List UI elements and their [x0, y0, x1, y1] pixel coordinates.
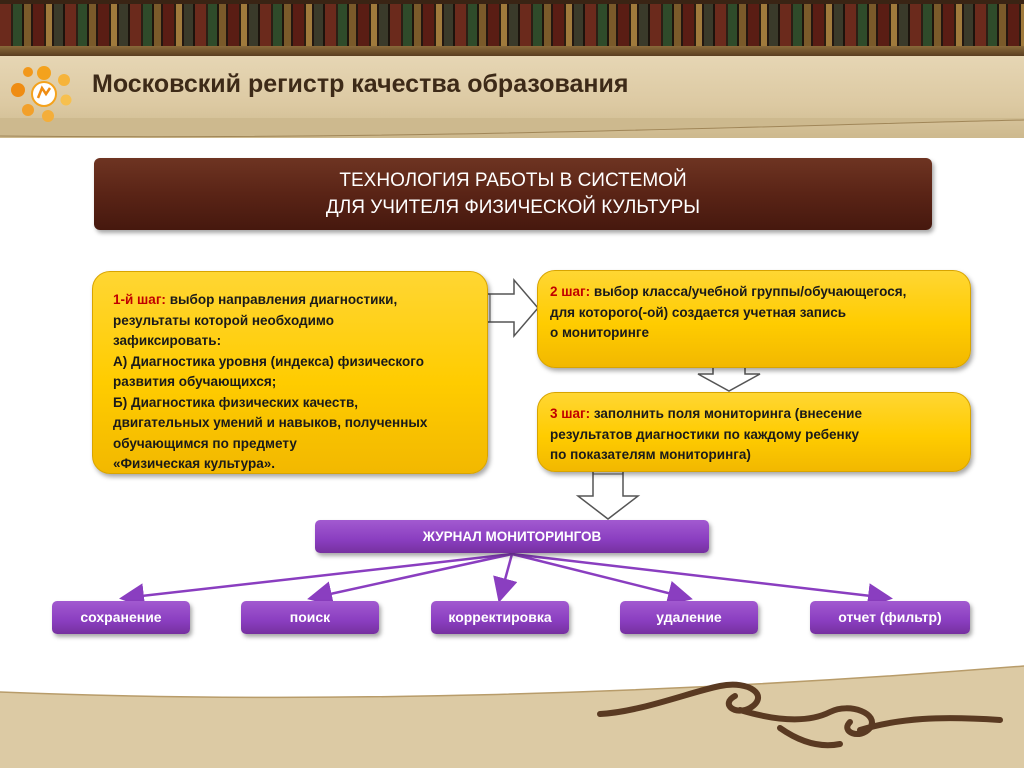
step-1-line: обучающимся по предмету — [113, 435, 297, 451]
step-2-box: 2 шаг: выбор класса/учебной группы/обуча… — [537, 270, 971, 368]
step-3-box: 3 шаг: заполнить поля мониторинга (внесе… — [537, 392, 971, 472]
step-1-line: двигательных умений и навыков, полученны… — [113, 415, 428, 430]
footer-parchment — [0, 665, 1024, 768]
save-action-box: сохранение — [52, 601, 190, 634]
ornament-icon — [597, 681, 1003, 749]
bookshelf-banner — [0, 0, 1024, 56]
arrow-right-icon — [481, 277, 539, 339]
arrow-down-icon — [575, 465, 641, 520]
step-1-line: А) Диагностика уровня (индекса) физическ… — [113, 353, 424, 369]
sun-logo-icon — [11, 66, 72, 122]
edit-action-box: корректировка — [431, 601, 569, 634]
delete-action-box: удаление — [620, 601, 758, 634]
step-1-line: результаты которой необходимо — [113, 312, 334, 328]
step-2-label: 2 шаг: — [550, 284, 591, 299]
step-3-line: заполнить поля мониторинга (внесение — [590, 406, 862, 421]
shelf-plank — [0, 46, 1024, 56]
banner-line-1: ТЕХНОЛОГИЯ РАБОТЫ В СИСТЕМОЙ — [339, 170, 687, 191]
header-curve — [0, 118, 1024, 138]
page-title: Московский регистр качества образования — [92, 70, 629, 98]
search-action-box: поиск — [241, 601, 379, 634]
step-2-line: о мониторинге — [550, 325, 650, 340]
step-1-line: выбор направления диагностики, — [165, 292, 398, 307]
step-1-box: 1-й шаг: выбор направления диагностики, … — [92, 271, 488, 474]
banner-line-2: ДЛЯ УЧИТЕЛЯ ФИЗИЧЕСКОЙ КУЛЬТУРЫ — [325, 197, 701, 218]
title-banner: ТЕХНОЛОГИЯ РАБОТЫ В СИСТЕМОЙ ДЛЯ УЧИТЕЛЯ… — [94, 158, 932, 230]
step-1-line: «Физическая культура». — [113, 456, 275, 471]
step-1-line: Б) Диагностика физических качеств, — [113, 394, 359, 410]
step-2-line: для которого(-ой) создается учетная запи… — [550, 304, 847, 320]
step-2-line: выбор класса/учебной группы/обучающегося… — [590, 284, 907, 299]
step-3-label: 3 шаг: — [550, 406, 591, 421]
step-3-line: результатов диагностики по каждому ребен… — [550, 426, 859, 442]
report-filter-action-box: отчет (фильтр) — [810, 601, 970, 634]
books-decoration — [0, 4, 1024, 48]
step-1-line: развития обучающихся; — [113, 374, 277, 389]
monitoring-journal-box: ЖУРНАЛ МОНИТОРИНГОВ — [315, 520, 709, 553]
step-3-line: по показателям мониторинга) — [550, 447, 751, 462]
connector-lines — [119, 552, 893, 609]
step-1-label: 1-й шаг: — [113, 292, 166, 307]
step-1-line: зафиксировать: — [113, 333, 222, 348]
